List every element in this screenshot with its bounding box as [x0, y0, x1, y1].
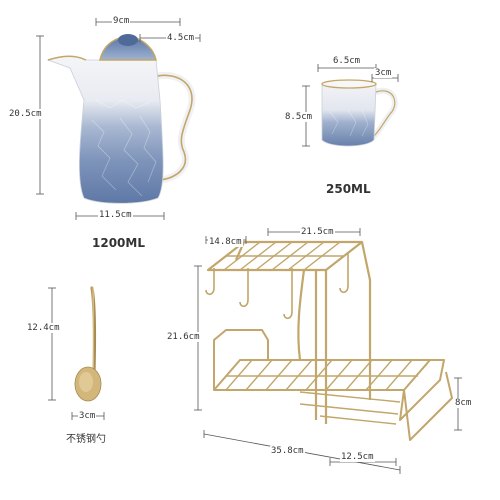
- pitcher-base-width-label: 11.5cm: [98, 210, 133, 220]
- rack-dimension-lines: [194, 228, 462, 474]
- spoon-material-label: 不锈钢勺: [66, 434, 106, 445]
- rack-illustration: [205, 240, 453, 441]
- spoon-handle: [90, 286, 96, 372]
- rack-top-depth-label: 14.8cm: [208, 237, 243, 247]
- cup-handle: [371, 87, 398, 139]
- rack-side-height-label: 8cm: [454, 398, 473, 408]
- spoon-illustration: [74, 286, 102, 402]
- pitcher-body: [46, 55, 164, 204]
- pitcher-capacity-label: 1200ML: [92, 236, 145, 250]
- rack-top-width-label: 21.5cm: [300, 227, 335, 237]
- cup-height-label: 8.5cm: [284, 112, 314, 122]
- cup-top-width-label: 6.5cm: [332, 56, 362, 66]
- spoon-length-label: 12.4cm: [26, 323, 61, 333]
- rack-height-label: 21.6cm: [166, 332, 201, 342]
- spoon-bowl-width-label: 3cm: [78, 411, 97, 421]
- rack-total-length-label: 35.8cm: [270, 446, 305, 456]
- cup-illustration: [321, 79, 398, 147]
- cup-capacity-label: 250ML: [326, 182, 371, 196]
- pitcher-illustration: [46, 34, 196, 204]
- cup-handle-width-label: 3cm: [374, 68, 393, 78]
- cup-body: [321, 83, 377, 147]
- pitcher-height-label: 20.5cm: [8, 109, 43, 119]
- rack-tray-width-label: 12.5cm: [340, 452, 375, 462]
- pitcher-lid-width-label: 4.5cm: [166, 33, 196, 43]
- pitcher-top-width-label: 9cm: [112, 16, 131, 26]
